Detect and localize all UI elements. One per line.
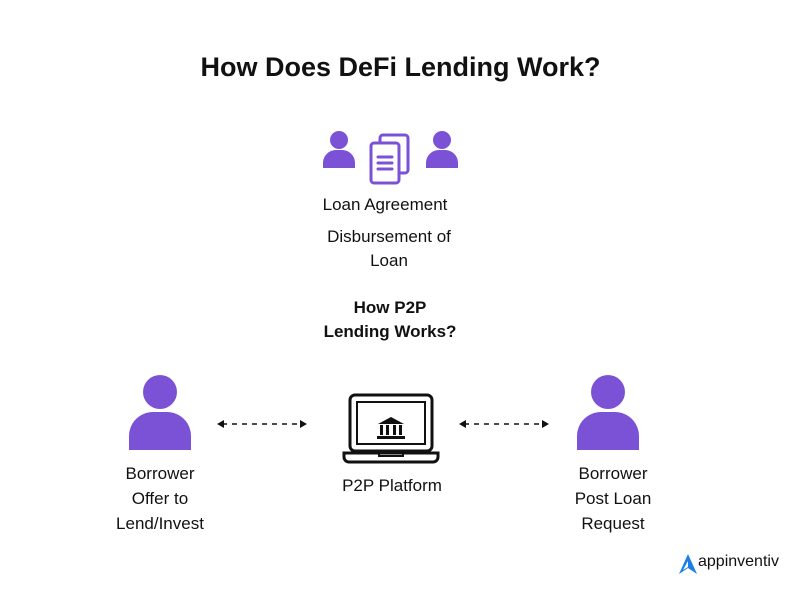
loan-agreement-heading: Loan Agreement [322,195,448,214]
p2p-platform-label: P2P Platform [342,476,442,495]
p2p-heading-2: Lending Works? [323,322,457,341]
borrower-left-icon [129,375,191,450]
appinventiv-logo: appinventiv [698,553,779,570]
double-arrow-left [217,420,307,428]
disbursement-text-2: Loan [370,251,408,270]
person-icon [323,131,355,168]
appinventiv-logo-icon [679,554,697,574]
document-icon [369,133,410,185]
right-borrower-line1: Post Loan [574,489,652,508]
page-title: How Does DeFi Lending Work? [200,52,601,82]
right-borrower-line2: Request [581,514,645,533]
left-borrower-line2: Lend/Invest [116,514,204,533]
borrower-right-icon [577,375,639,450]
p2p-heading: How P2P [353,298,427,317]
double-arrow-right [459,420,549,428]
right-borrower-heading: Borrower [578,464,648,483]
left-borrower-heading: Borrower [125,464,195,483]
left-borrower-line1: Offer to [131,489,189,508]
person-icon [426,131,458,168]
laptop-bank-icon [342,393,440,464]
disbursement-text: Disbursement of [327,227,451,246]
